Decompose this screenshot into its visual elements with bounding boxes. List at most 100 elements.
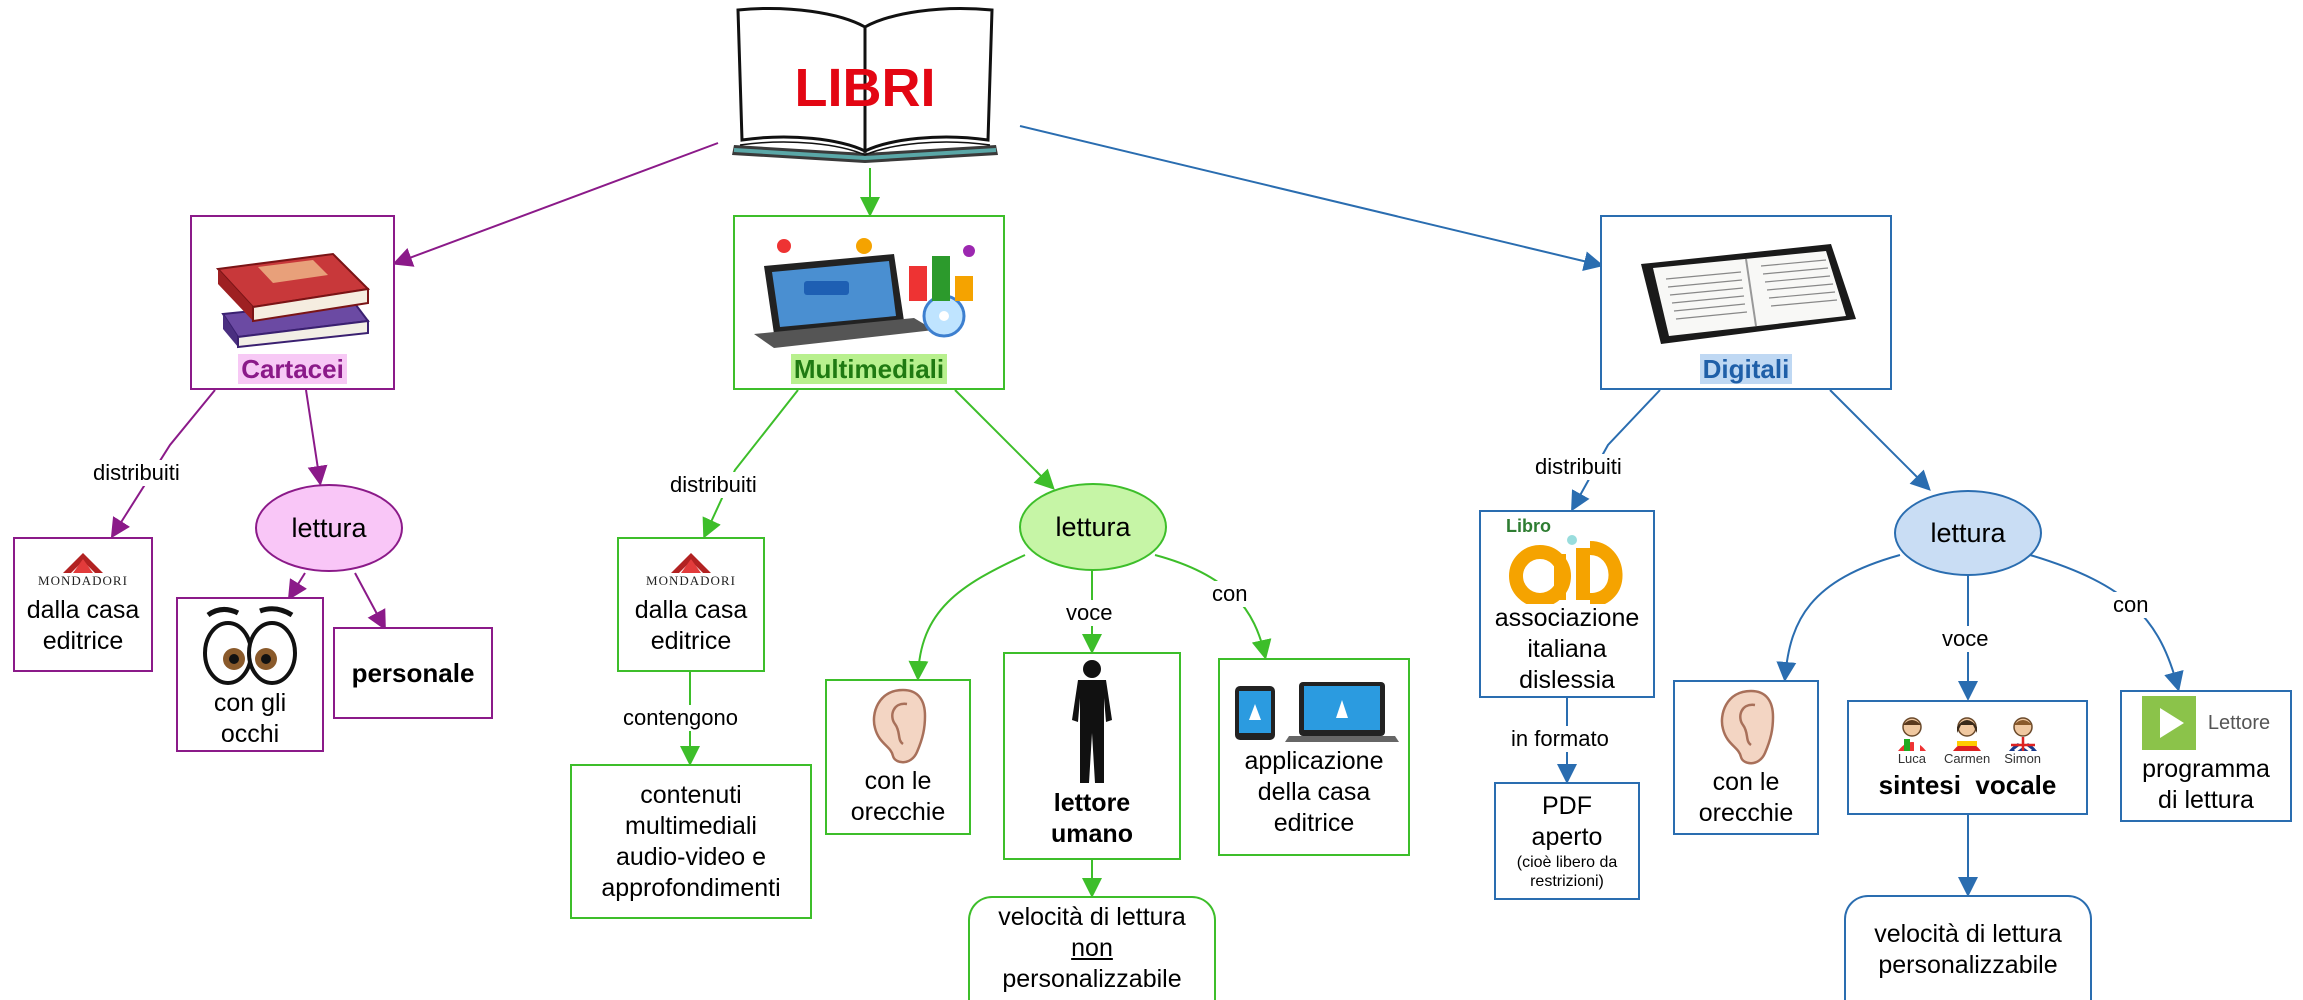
con-gli-occhi-line2: occhi — [220, 720, 280, 748]
aid-node: Libro associazione italiana dislessia — [1479, 510, 1655, 698]
mondadori-wordmark: MONDADORI — [38, 572, 128, 588]
contenuti-line4: approfondimenti — [601, 873, 781, 902]
avatar-luca-icon — [1897, 716, 1926, 751]
velocita-non: non — [1071, 934, 1113, 962]
pdf-line2: aperto — [1531, 823, 1603, 851]
pdf-node: PDF aperto (cioè libero da restrizioni) — [1494, 782, 1640, 900]
velocita-personalizzabile-node: velocità di lettura personalizzabile — [1844, 895, 2092, 1000]
orecchie-line2: orecchie — [850, 798, 946, 826]
con-le-orecchie-node: con le orecchie — [825, 679, 971, 835]
pdf-note: (cioè libero da restrizioni) — [1516, 854, 1618, 890]
avatar-simon-icon — [2008, 716, 2037, 751]
sintesi-vocale-label: sintesi vocale — [1878, 769, 2057, 800]
velocita-non-node: velocità di lettura non personalizzabile — [968, 896, 1216, 1000]
cartacei-mondadori-node: MONDADORI dalla casa editrice — [13, 537, 153, 672]
contenuti-line2: multimediali — [625, 811, 757, 840]
lettura-label: lettura — [291, 512, 367, 543]
aid-line2: italiana — [1527, 635, 1607, 663]
contenuti-line1: contenuti — [640, 780, 742, 809]
dalla-casa-line1: dalla casa — [634, 595, 748, 624]
label-contengono: contengono — [620, 705, 741, 731]
link-libri-digitali — [1019, 125, 1604, 271]
voices-row: Luca Carmen Simon — [1894, 715, 2041, 766]
cartacei-label: Cartacei — [238, 354, 347, 384]
contenuti-line3: audio-video e — [615, 842, 767, 871]
avatar-carmen-icon — [1953, 716, 1982, 751]
applicazione-line2: della casa — [1257, 777, 1371, 806]
link-multimediali-lettura — [954, 389, 1055, 490]
aid-line1: associazione — [1494, 604, 1640, 632]
link-cartacei-mondadori — [110, 389, 216, 539]
programma-line1: programma — [2142, 755, 2270, 783]
multimedia-collage-icon — [754, 238, 975, 348]
lettore-umano-line2: umano — [1051, 820, 1133, 848]
applicazione-node: applicazione della casa editrice — [1218, 658, 1410, 856]
lettore-logo: Lettore — [2141, 696, 2270, 750]
velocita-pers-line2: personalizzabile — [1878, 951, 2058, 979]
programma-di-lettura-node: Lettore programma di lettura — [2120, 690, 2292, 822]
digitali-label: Digitali — [1699, 354, 1793, 384]
link-lettura-programma — [2029, 554, 2184, 692]
libri-title: LIBRI — [794, 58, 936, 118]
lettura-label: lettura — [1930, 517, 2006, 548]
sintesi-vocale-node: Luca Carmen Simon sintesi vocale — [1847, 700, 2088, 815]
velocita-line1: velocità di lettura — [998, 903, 1186, 931]
libro-logo-word: Libro — [1506, 516, 1551, 536]
cartoon-eyes-icon — [203, 606, 297, 685]
personale-node: personale — [333, 627, 493, 719]
multimediali-mondadori-node: MONDADORI dalla casa editrice — [617, 537, 765, 672]
ear-icon — [872, 688, 927, 764]
voice-name: Luca — [1897, 750, 1927, 766]
link-libri-cartacei — [392, 142, 719, 267]
libri-root-node: LIBRI — [720, 5, 1010, 170]
ear-icon — [1720, 689, 1775, 764]
mondadori-rose-icon — [62, 552, 103, 573]
libro-aid-logo: Libro — [1502, 516, 1632, 604]
lettore-umano-node: lettore umano — [1003, 652, 1181, 860]
voice-carmen: Carmen — [1944, 715, 1990, 766]
voice-simon: Simon — [2004, 715, 2041, 766]
programma-line2: di lettura — [2158, 786, 2254, 814]
orecchie-line1: con le — [864, 767, 932, 795]
link-lettura-orecchie-d — [1776, 554, 1901, 682]
digitali-lettura-node: lettura — [1894, 490, 2042, 576]
label-voce: voce — [1063, 600, 1116, 626]
velocita-line3: personalizzabile — [1002, 965, 1182, 993]
link-lettura-occhi — [287, 572, 307, 601]
digitali-node: Digitali — [1600, 215, 1892, 390]
person-silhouette-icon — [1072, 660, 1112, 783]
label-con: con — [1209, 581, 1251, 607]
link-digitali-lettura — [1829, 389, 1931, 491]
mondadori-logo: MONDADORI — [646, 552, 736, 589]
dalla-casa-line1: dalla casa — [26, 595, 140, 624]
dalla-casa-line2: editrice — [42, 626, 124, 655]
personale-label: personale — [351, 657, 475, 688]
link-cartacei-lettura — [305, 389, 328, 486]
mondadori-wordmark: MONDADORI — [646, 572, 736, 588]
pdf-line1: PDF — [1542, 792, 1592, 820]
con-gli-occhi-node: con gli occhi — [176, 597, 324, 752]
open-book-icon — [732, 7, 998, 163]
voice-luca: Luca — [1894, 715, 1930, 766]
lettore-umano-line1: lettore — [1053, 789, 1131, 817]
voice-name: Carmen — [1943, 750, 1991, 766]
multimediali-label: Multimediali — [790, 354, 948, 384]
link-multimediali-mondadori — [702, 389, 799, 539]
tablet-ebook-icon — [1641, 244, 1856, 344]
tablet-laptop-app-icon — [1235, 681, 1399, 742]
voice-name: Simon — [2004, 750, 2042, 766]
applicazione-line1: applicazione — [1244, 746, 1384, 775]
lettura-label: lettura — [1055, 511, 1131, 542]
multimediali-node: Multimediali — [733, 215, 1005, 390]
play-icon — [2141, 696, 2196, 750]
dalla-casa-line2: editrice — [650, 626, 732, 655]
aid-logo-icon — [1509, 535, 1623, 604]
orecchie-line1: con le — [1712, 767, 1780, 796]
multimediali-lettura-node: lettura — [1019, 483, 1167, 571]
label-distribuiti: distribuiti — [667, 472, 760, 498]
stacked-books-icon — [215, 252, 370, 349]
label-voce: voce — [1939, 626, 1992, 652]
cartacei-lettura-node: lettura — [255, 484, 403, 572]
mondadori-logo: MONDADORI — [38, 552, 128, 589]
cartacei-node: Cartacei — [190, 215, 395, 390]
